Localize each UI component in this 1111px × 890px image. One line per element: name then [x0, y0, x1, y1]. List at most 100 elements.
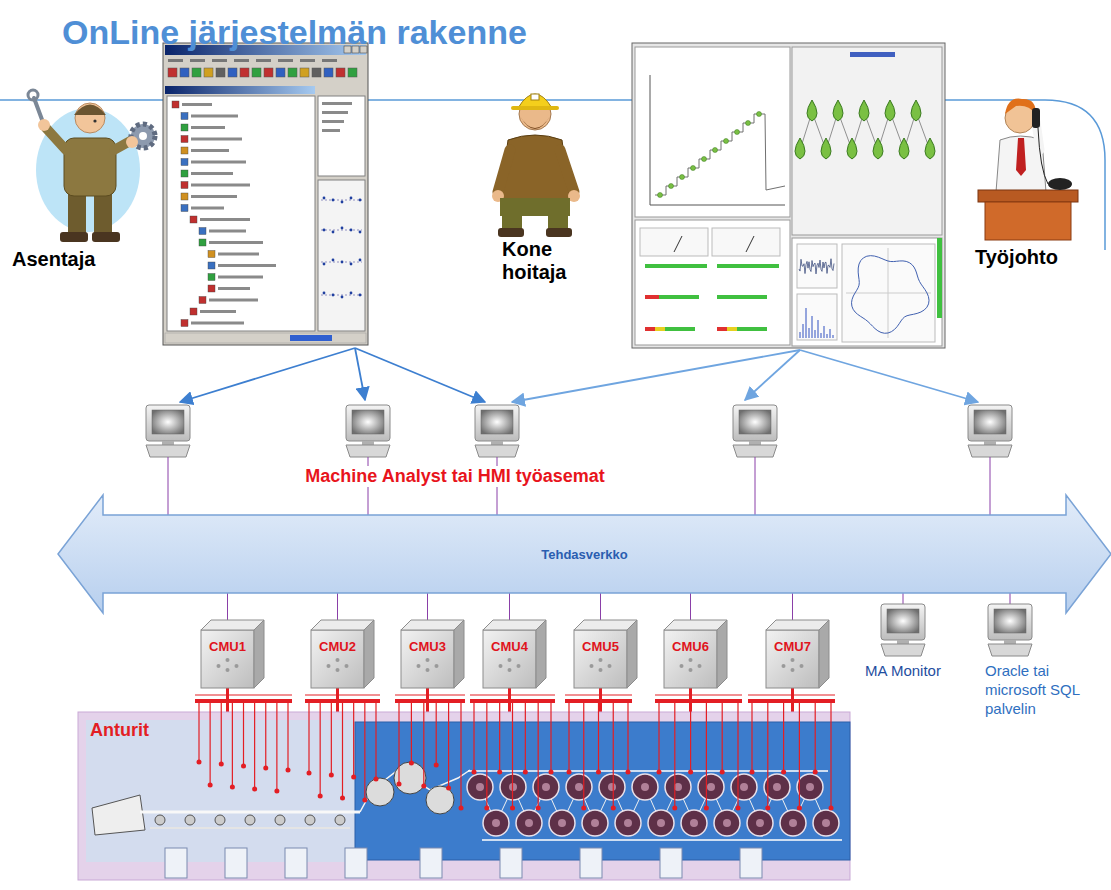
chart-point: [332, 231, 335, 234]
computer-icon: [475, 405, 519, 457]
toolbar-icon: [204, 68, 213, 77]
tree-icon: [208, 262, 215, 269]
chart-point: [359, 294, 362, 297]
dryer-felt: [468, 770, 828, 772]
cmu-unit: CMU3: [401, 620, 464, 688]
toolbar-icon: [336, 68, 345, 77]
node-shape: [664, 620, 727, 688]
tree-icon: [199, 297, 206, 304]
cylinder-marker: [911, 100, 921, 121]
toolbar-icon: [264, 68, 273, 77]
workstation-caption: Machine Analyst tai HMI työasemat: [302, 466, 607, 487]
monitor-screen: [887, 609, 919, 633]
cube-top: [401, 620, 464, 630]
level-bar: [737, 327, 767, 331]
chart-point: [350, 292, 353, 295]
chart-pane: [318, 180, 365, 331]
sensor: [813, 770, 818, 775]
sensor: [829, 806, 834, 811]
tree-icon: [181, 136, 188, 143]
helmet: [518, 94, 552, 108]
arm: [46, 128, 66, 150]
chart-point: [332, 199, 335, 202]
network-drop: [990, 457, 991, 515]
menu-item: [168, 59, 183, 62]
chart-gridline: [321, 200, 362, 201]
tree-icon: [172, 101, 179, 108]
sensor-wire: [331, 703, 332, 775]
sensor: [657, 770, 662, 775]
monitor-screen: [739, 410, 771, 434]
cylinder-hub: [690, 819, 698, 827]
cube-led: [508, 668, 512, 672]
sensor-wire: [706, 703, 707, 808]
chart-gridline: [321, 262, 362, 263]
cube-top: [664, 620, 727, 630]
tree-icon: [190, 216, 197, 223]
network-link: [903, 593, 904, 604]
cube-front: [766, 630, 819, 688]
node-text: CMU5: [582, 639, 619, 654]
monitor-neck: [897, 640, 909, 644]
sensor-wire: [583, 703, 584, 808]
monitor-neck: [984, 441, 996, 445]
tree-icon: [181, 205, 188, 212]
tree-entry: [209, 241, 263, 244]
monitor-screen: [352, 410, 384, 434]
sensor: [421, 784, 426, 789]
eye: [93, 119, 96, 122]
dryer-cylinder: [648, 810, 674, 836]
node-text: Oracle tai microsoft SQL palvelin: [985, 662, 1081, 718]
node-text: MA Monitor: [846, 662, 960, 681]
gauge-box: [640, 228, 708, 256]
dryer-cylinder: [665, 774, 691, 800]
computer-base: [475, 445, 519, 457]
chart-point: [323, 197, 326, 200]
mechanic-figure: [28, 90, 155, 242]
computer-base: [346, 445, 390, 457]
sensor-wire: [627, 703, 628, 772]
cylinder-hub: [608, 783, 616, 791]
cylinder-hub: [806, 783, 814, 791]
chart-axis: [650, 75, 651, 205]
sensor-wire: [436, 703, 437, 765]
toolbar-icon: [324, 68, 333, 77]
sensor: [484, 806, 489, 811]
chart-point: [341, 296, 344, 299]
node-text: CMU4: [491, 639, 528, 654]
cylinder-hub: [723, 819, 731, 827]
cube-led: [508, 658, 512, 662]
sensor: [549, 770, 554, 775]
monitor-neck: [749, 441, 761, 445]
sensor-wire: [276, 703, 277, 791]
beard: [520, 116, 550, 129]
sensor-bus: [565, 699, 632, 703]
sensor: [274, 789, 279, 794]
tree-entry: [191, 195, 237, 198]
desk-front: [985, 202, 1071, 240]
list-entry: [322, 111, 348, 114]
list-entry: [322, 120, 344, 123]
chart-axis: [650, 205, 785, 206]
spectrum-peak: [824, 326, 825, 338]
machine-leg: [740, 848, 762, 878]
dryer-cylinder: [516, 810, 542, 836]
cmu-unit: CMU1: [201, 620, 264, 688]
tree-entry: [191, 126, 225, 129]
toolbar-icon: [216, 68, 225, 77]
machine-leg: [225, 848, 247, 878]
sensor-wire: [232, 703, 233, 787]
node-text: Anturit: [90, 720, 149, 741]
machine-leg: [500, 848, 522, 878]
sensor-wire: [486, 703, 487, 808]
network-band: Tehdasverkko: [58, 495, 1111, 613]
diagram-title: OnLine järjestelmän rakenne: [62, 13, 527, 52]
status-bar: [937, 238, 942, 318]
trend-line: [655, 114, 785, 195]
cube-led: [235, 664, 239, 668]
tree-icon: [199, 239, 206, 246]
wire-roll: [245, 815, 255, 825]
cylinder-hub: [641, 783, 649, 791]
sensor: [611, 806, 616, 811]
